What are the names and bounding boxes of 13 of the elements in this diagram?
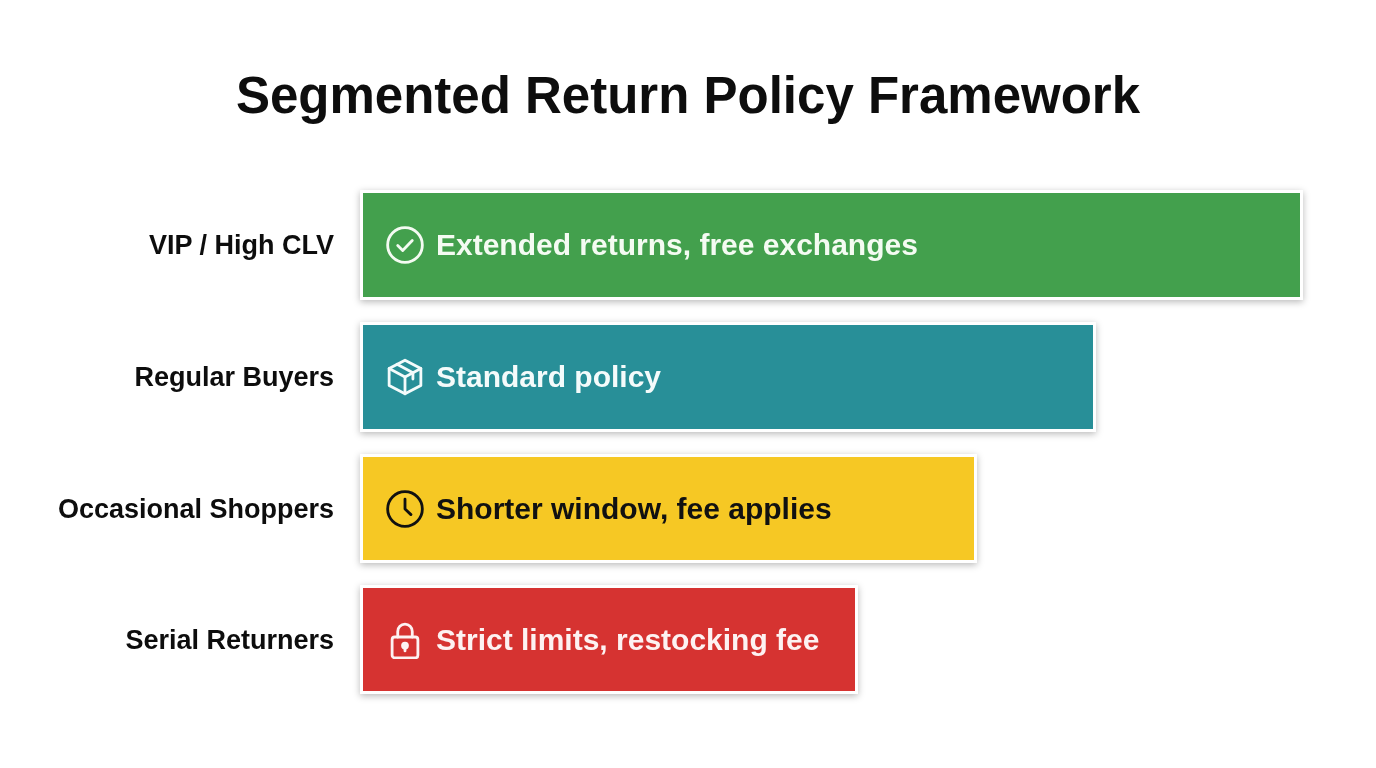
policy-text: Shorter window, fee applies: [436, 490, 832, 527]
policy-bar: [360, 585, 858, 694]
segment-label: Regular Buyers: [134, 361, 334, 394]
policy-bar: [360, 454, 977, 563]
diagram-title: Segmented Return Policy Framework: [235, 66, 1141, 126]
policy-text: Standard policy: [436, 359, 662, 395]
policy-bar: [360, 322, 1096, 432]
segment-label: Occasional Shoppers: [57, 492, 334, 526]
segment-label: Serial Returners: [125, 623, 334, 657]
segment-label: VIP / High CLV: [148, 229, 334, 262]
policy-text: Strict limits, restocking fee: [436, 621, 820, 658]
policy-text: Extended returns, free exchanges: [436, 227, 918, 263]
policy-bar: [360, 190, 1303, 300]
